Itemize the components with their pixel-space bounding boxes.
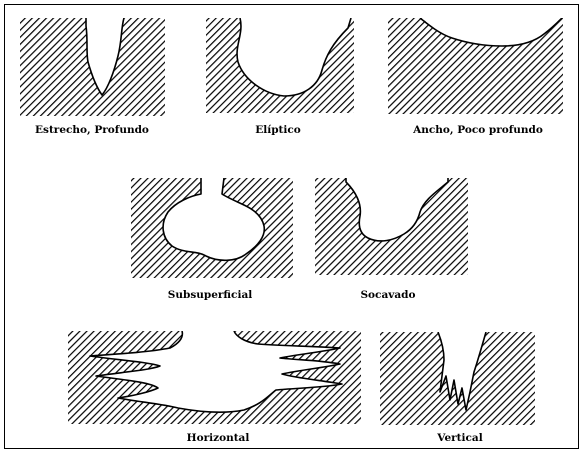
label-estrecho-profundo: Estrecho, Profundo bbox=[35, 124, 149, 136]
label-horizontal: Horizontal bbox=[187, 432, 250, 444]
panel-estrecho-profundo: Estrecho, Profundo bbox=[20, 16, 165, 136]
label-subsuperficial: Subsuperficial bbox=[168, 289, 252, 301]
label-vertical: Vertical bbox=[436, 432, 482, 444]
label-ancho-poco-profundo: Ancho, Poco profundo bbox=[412, 124, 543, 136]
label-socavado: Socavado bbox=[360, 289, 415, 301]
label-eliptico: Elíptico bbox=[255, 124, 301, 136]
panel-horizontal: Horizontal bbox=[68, 329, 361, 444]
panel-subsuperficial: Subsuperficial bbox=[131, 176, 293, 301]
panel-ancho-poco-profundo: Ancho, Poco profundo bbox=[388, 16, 563, 136]
panel-eliptico: Elíptico bbox=[206, 16, 354, 136]
panel-socavado: Socavado bbox=[315, 176, 468, 301]
panel-vertical: Vertical bbox=[380, 330, 535, 444]
